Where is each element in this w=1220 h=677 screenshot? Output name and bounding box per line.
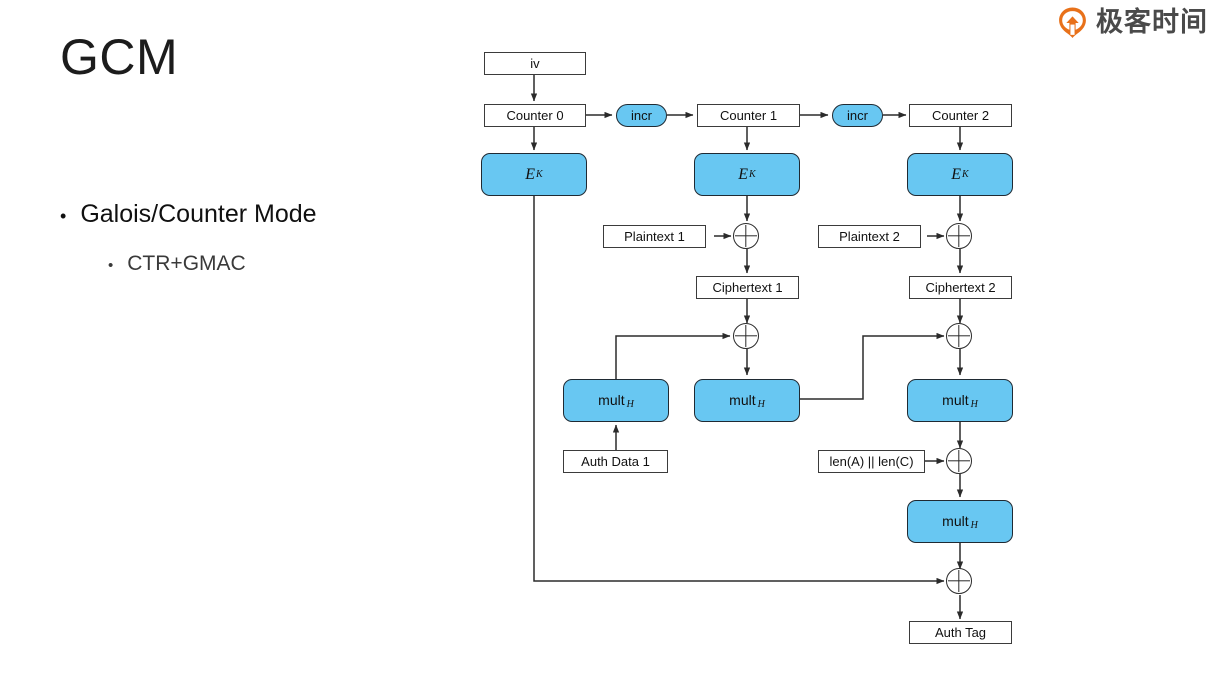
node-incr-1: incr: [616, 104, 667, 127]
bullet-ctr-gmac: • CTR+GMAC: [108, 252, 246, 276]
ek-label: E: [525, 165, 536, 183]
ek-subscript: K: [536, 169, 543, 180]
node-plaintext-1: Plaintext 1: [603, 225, 706, 248]
node-auth-data-1: Auth Data 1: [563, 450, 668, 473]
brand-name: 极客时间: [1096, 7, 1208, 38]
bullet-text: Galois/Counter Mode: [80, 200, 317, 228]
node-auth-tag: Auth Tag: [909, 621, 1012, 644]
geektime-pin-icon: [1059, 7, 1086, 38]
node-counter-0: Counter 0: [484, 104, 586, 127]
node-len-a-len-c: len(A) || len(C): [818, 450, 925, 473]
bullet-marker: •: [108, 257, 114, 274]
xor-length-block-icon: [946, 448, 972, 474]
brand-logo: 极客时间: [1056, 6, 1208, 39]
node-incr-2: incr: [832, 104, 883, 127]
xor-ciphertext1-icon: [733, 323, 759, 349]
ek-label: E: [738, 165, 749, 183]
node-counter-2: Counter 2: [909, 104, 1012, 127]
xor-plaintext1-icon: [733, 223, 759, 249]
xor-ciphertext2-icon: [946, 323, 972, 349]
ek-subscript: K: [962, 169, 969, 180]
node-ciphertext-2: Ciphertext 2: [909, 276, 1012, 299]
page-title: GCM: [60, 29, 179, 85]
node-plaintext-2: Plaintext 2: [818, 225, 921, 248]
bullet-marker: •: [60, 206, 67, 226]
bullet-galois-counter-mode: • Galois/Counter Mode: [60, 200, 317, 229]
bullet-text: CTR+GMAC: [127, 252, 246, 275]
node-ciphertext-1: Ciphertext 1: [696, 276, 799, 299]
ek-label: E: [951, 165, 962, 183]
node-counter-1: Counter 1: [697, 104, 800, 127]
ek-subscript: K: [749, 169, 756, 180]
xor-auth-tag-icon: [946, 568, 972, 594]
node-iv: iv: [484, 52, 586, 75]
xor-plaintext2-icon: [946, 223, 972, 249]
